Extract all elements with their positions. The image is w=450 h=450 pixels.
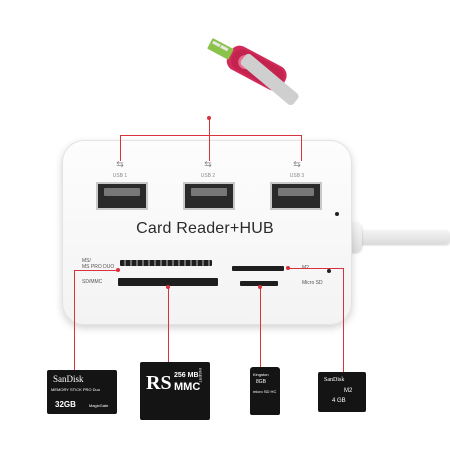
card-brand: SanDisk (53, 374, 84, 384)
m2-slot[interactable] (232, 266, 284, 271)
connector-dot (116, 268, 120, 272)
card-tag: micro SD HC (253, 389, 277, 394)
usb-icon: ⇆ (204, 160, 212, 170)
card-capacity: 8GB (256, 379, 267, 385)
connector-line (120, 135, 121, 161)
connector-line (343, 268, 344, 372)
card-type: M2 (344, 388, 353, 394)
connector-line (301, 135, 302, 161)
card-side-text: INSERT (198, 368, 203, 383)
status-led (335, 212, 339, 216)
usb-icon: ⇆ (116, 160, 124, 170)
connector-line (209, 118, 210, 161)
card-capacity: 256 MB (174, 372, 199, 379)
m2-card: SanDisk M2 4 GB (318, 372, 366, 412)
card-status-led (327, 269, 331, 273)
card-brand: SanDisk (324, 377, 345, 383)
connector-dot (286, 266, 290, 270)
card-type: MEMORY STICK PRO Duo (51, 387, 100, 392)
connector-line (120, 135, 302, 136)
usb-port-1[interactable] (96, 182, 148, 210)
connector-dot (166, 285, 170, 289)
ms-slot[interactable] (120, 260, 212, 266)
usb-flash-drive (207, 38, 299, 106)
microsd-slot-label: Micro SD (302, 280, 323, 286)
usb-port-label-2: USB 2 (200, 173, 216, 179)
card-subtype: MMC (174, 381, 201, 393)
usb-port-label-1: USB 1 (112, 173, 128, 179)
microsd-slot[interactable] (240, 281, 278, 286)
card-brand: RS (146, 372, 172, 394)
card-brand: Kingston (253, 372, 269, 377)
card-capacity: 32GB (55, 400, 76, 409)
ms-slot-label: MS/ MS PRO DUO (82, 258, 115, 270)
usb-port-label-3: USB 3 (289, 173, 305, 179)
rs-mmc-card: RS 256 MB MMC INSERT (140, 362, 210, 420)
microsd-card: Kingston 8GB micro SD HC (250, 367, 280, 415)
sd-slot[interactable] (118, 278, 218, 286)
ms-pro-duo-card: SanDisk MEMORY STICK PRO Duo 32GB MagicG… (47, 370, 117, 414)
usb-icon: ⇆ (293, 160, 301, 170)
sd-slot-label: SD/MMC (82, 279, 103, 285)
usb-port-3[interactable] (270, 182, 322, 210)
connector-line (74, 270, 118, 271)
hub-body (62, 140, 352, 325)
usb-port-2[interactable] (183, 182, 235, 210)
connector-line (168, 287, 169, 365)
hub-title: Card Reader+HUB (136, 220, 274, 237)
card-footer: MagicGate (89, 403, 109, 408)
connector-line (260, 287, 261, 367)
connector-dot (258, 285, 262, 289)
connector-line (288, 268, 344, 269)
hub-cable (350, 230, 450, 244)
connector-dot (207, 116, 211, 120)
connector-line (74, 270, 75, 370)
card-capacity: 4 GB (332, 398, 346, 404)
